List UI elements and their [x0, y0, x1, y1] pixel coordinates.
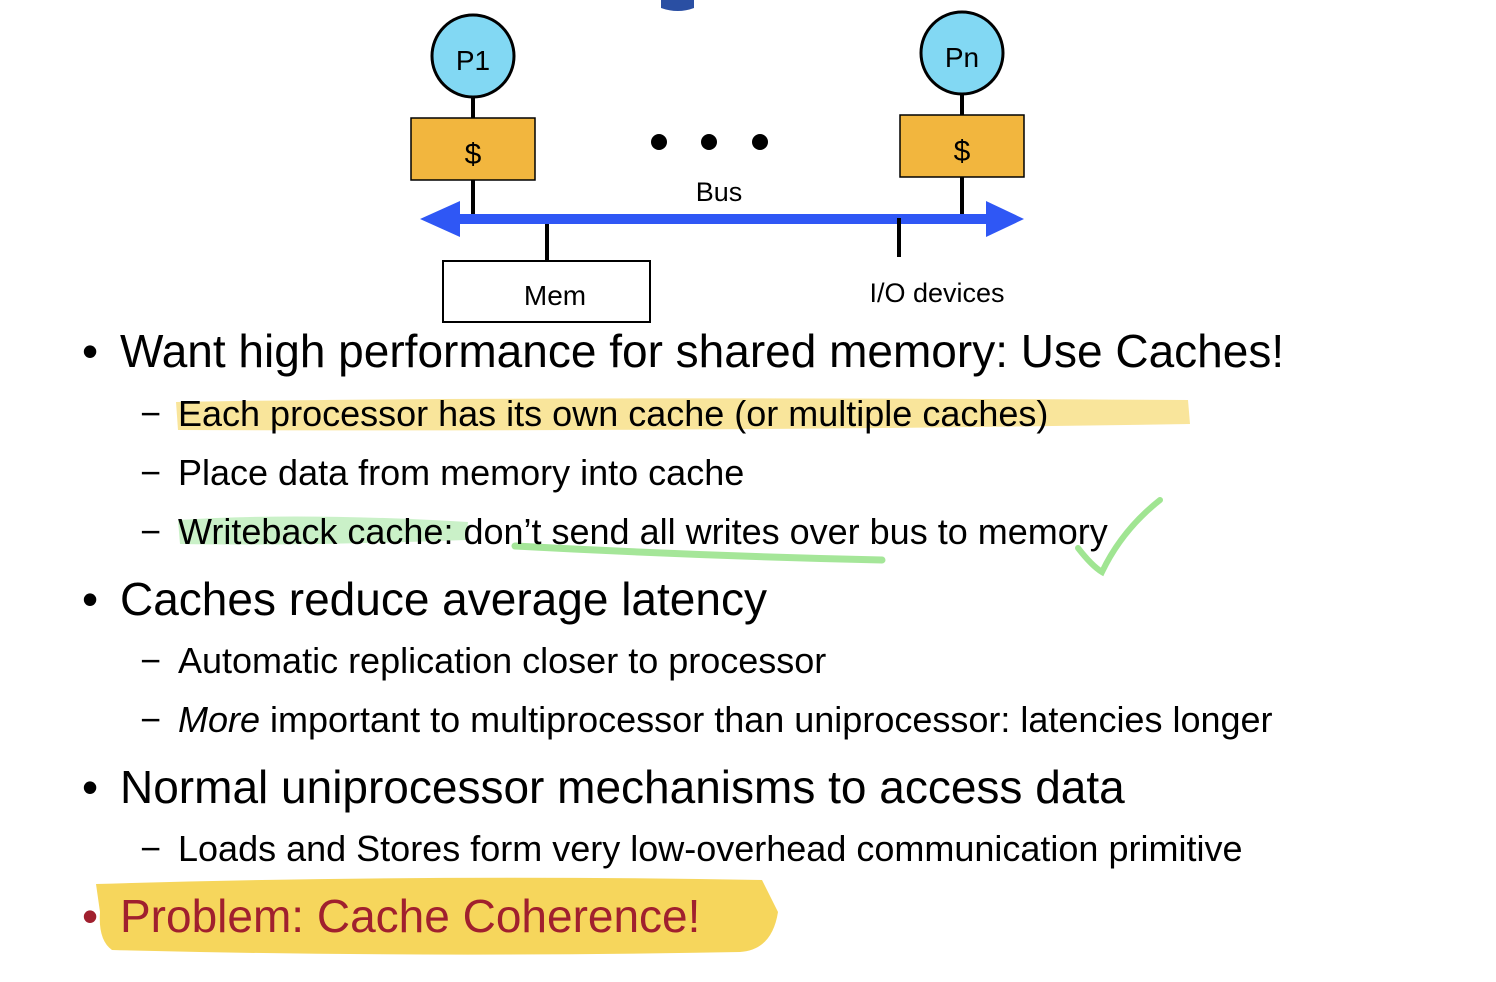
- ellipsis-dots: [651, 134, 768, 150]
- bullet-1-sub-2-text: Place data from memory into cache: [178, 452, 745, 493]
- processor-p1-label: P1: [456, 45, 490, 76]
- bullet-3-text: Normal uniprocessor mechanisms to access…: [120, 761, 1125, 813]
- bullet-1-sub-3: −Writeback cache: don’t send all writes …: [140, 511, 1108, 552]
- io-devices-label: I/O devices: [869, 278, 1004, 308]
- processor-pn: [919, 10, 1005, 96]
- bullet-1-sub-3-text: Writeback cache: don’t send all writes o…: [178, 511, 1108, 552]
- bullet-1-sub-1: −Each processor has its own cache (or mu…: [140, 393, 1049, 434]
- bullet-3-sub-1-text: Loads and Stores form very low-overhead …: [178, 828, 1243, 869]
- bullet-1-sub-1-text: Each processor has its own cache (or mul…: [178, 393, 1049, 434]
- bullet-4-text: Problem: Cache Coherence!: [120, 890, 701, 942]
- bullet-2-sub-2-text: important to multiprocessor than uniproc…: [260, 699, 1273, 740]
- bullet-3-sub-1: −Loads and Stores form very low-overhead…: [140, 828, 1243, 869]
- bullet-2-text: Caches reduce average latency: [120, 573, 767, 625]
- title-fragment: [661, 0, 694, 11]
- bullet-3: •Normal uniprocessor mechanisms to acces…: [82, 761, 1125, 813]
- bullet-2-sub-1: −Automatic replication closer to process…: [140, 640, 827, 681]
- bullet-1: •Want high performance for shared memory…: [82, 325, 1285, 377]
- bullet-2-sub-1-text: Automatic replication closer to processo…: [178, 640, 827, 681]
- highlight-writeback: [178, 516, 468, 545]
- memory-box: [442, 260, 651, 323]
- bullet-2-sub-2: −More important to multiprocessor than u…: [140, 699, 1273, 740]
- cache-right-label: $: [954, 135, 971, 168]
- processor-p1: [430, 13, 516, 99]
- check-mark: [1075, 497, 1163, 577]
- bullet-1-sub-2: −Place data from memory into cache: [140, 452, 745, 493]
- bullet-1-text: Want high performance for shared memory:…: [120, 325, 1285, 377]
- processor-pn-label: Pn: [945, 42, 979, 73]
- cache-left-label: $: [465, 138, 482, 171]
- highlight-each-processor: [176, 398, 1190, 431]
- bullet-2-sub-2-emphasis: More: [178, 699, 261, 740]
- bus-arrow: [420, 201, 1024, 237]
- cache-right: [899, 114, 1025, 178]
- underline-dont-send: [511, 542, 886, 564]
- bus-label: Bus: [696, 177, 743, 207]
- bullet-4-problem: •Problem: Cache Coherence!: [82, 890, 701, 942]
- bullet-2: •Caches reduce average latency: [82, 573, 767, 625]
- memory-label: Mem: [524, 280, 586, 311]
- cache-left: [410, 117, 536, 181]
- highlight-problem: [96, 877, 778, 955]
